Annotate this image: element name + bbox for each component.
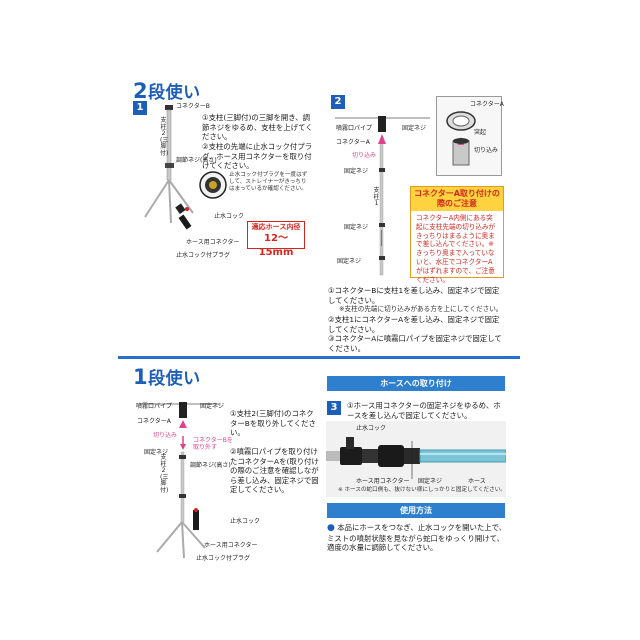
step-2-badge: 2 bbox=[331, 95, 345, 109]
plug-callout-text: 止水コック付プラグを一度はずして、ストレイナーがきっちりはまっているか確認くださ… bbox=[229, 172, 308, 192]
label-stopcock: 止水コック bbox=[214, 213, 245, 220]
hose-diameter-title: 適応ホース内径 bbox=[251, 223, 301, 231]
title-number: 2 bbox=[133, 79, 149, 103]
s2-label-fix-screw-4: 固定ネジ bbox=[337, 258, 362, 265]
step2-instruction-1-note: ※支柱の先端に切り込みがある方を上にしてください。 bbox=[339, 305, 503, 313]
caution-title: コネクターA取り付けの際のご注意 bbox=[411, 187, 503, 211]
usage-text: 本品にホースをつなぎ、止水コックを開いた上で、ミストの噴射状態を見ながら蛇口をゆ… bbox=[327, 523, 507, 553]
step2-instruction-3: ③コネクターAに噴霧口パイプを固定ネジで固定してください。 bbox=[328, 334, 502, 353]
bottom-instruction-2: ②噴霧口パイプを取り付けたコネクターAを(取り付けの際のご注意を確認しながら差し… bbox=[230, 447, 319, 495]
label-support2: 支柱2(三脚付) bbox=[160, 117, 169, 157]
s3-label-stopcock: 止水コック bbox=[356, 425, 387, 432]
title-text-bottom: 段使い bbox=[148, 369, 201, 389]
hose-photo-graphic bbox=[326, 437, 507, 479]
step3-instruction: ①ホース用コネクターの固定ネジをゆるめ、ホースを差し込んで固定してください。 bbox=[347, 401, 501, 420]
tripod-diagram bbox=[144, 105, 194, 230]
hose-diameter-size: 12〜15mm bbox=[258, 233, 294, 258]
usage-band: 使用方法 bbox=[327, 503, 505, 518]
section-divider bbox=[118, 356, 520, 359]
s2-label-fix-screw-3: 固定ネジ bbox=[344, 224, 369, 231]
title-text: 段使い bbox=[148, 83, 201, 103]
s3-label-hose-connector: ホース用コネクター bbox=[356, 478, 410, 485]
s2-label-support1: 支柱1 bbox=[373, 187, 380, 207]
label-connector-b: コネクターB bbox=[176, 103, 210, 110]
zoom-label-connector-a: コネクターA bbox=[470, 101, 504, 108]
title-number-bottom: 1 bbox=[133, 365, 149, 389]
usage-bullet-icon: ● bbox=[327, 523, 335, 533]
label-stopcock-plug: 止水コック付プラグ bbox=[176, 252, 231, 259]
b-label-adjust-screw: 調節ネジ(高さ) bbox=[190, 462, 231, 469]
s3-label-fix-screw: 固定ネジ bbox=[418, 478, 443, 485]
step1-instruction-2: ②支柱の先端に止水コック付プラグ、ホース用コネクターを取り付けてください。 bbox=[202, 142, 313, 171]
caution-body: コネクターA内側にある突起に支柱先端の切り込みがきっちりはまるように奥まで差し込… bbox=[416, 214, 496, 284]
b-label-fix-screw-2: 固定ネジ bbox=[144, 449, 169, 456]
assembly-diagram bbox=[335, 116, 430, 276]
label-adjust-screw: 調節ネジ(高さ) bbox=[176, 157, 217, 164]
hose-photo bbox=[326, 421, 507, 497]
section-title-two-stage: 2段使い bbox=[133, 78, 201, 103]
b-label-connector-a: コネクターA bbox=[137, 418, 171, 425]
connector-zoom-inset bbox=[436, 96, 502, 176]
step1-instruction-1: ①支柱(三脚付)の三脚を開き、調節ネジをゆるめ、支柱を上げてください。 bbox=[202, 113, 313, 142]
section-title-one-stage: 1段使い bbox=[133, 364, 201, 389]
s2-label-notch: 切り込み bbox=[352, 152, 377, 159]
s2-label-fix-screw: 固定ネジ bbox=[402, 125, 427, 132]
b-label-fix-screw: 固定ネジ bbox=[200, 403, 225, 410]
connector-zoom-graphic bbox=[446, 111, 476, 166]
s2-label-connector-a: コネクターA bbox=[336, 139, 370, 146]
step3-note: ※ ホースの蛇口側も、抜けない様にしっかりと固定してください。 bbox=[338, 487, 506, 493]
s2-label-fix-screw-2: 固定ネジ bbox=[344, 168, 369, 175]
hose-attach-band: ホースへの取り付け bbox=[327, 376, 505, 391]
usage-instruction: ● 本品にホースをつなぎ、止水コックを開いた上で、ミストの噴射状態を見ながら蛇口… bbox=[327, 523, 507, 553]
s2-label-nozzle-pipe: 噴霧口パイプ bbox=[336, 125, 373, 132]
label-hose-connector: ホース用コネクター bbox=[186, 239, 240, 246]
hose-diameter-box: 適応ホース内径 12〜15mm bbox=[247, 221, 305, 258]
b-label-remove-b: コネクターBを取り外す bbox=[193, 437, 233, 451]
b-label-hose-connector: ホース用コネクター bbox=[204, 542, 258, 549]
step2-instruction-1: ①コネクターBに支柱1を差し込み、固定ネジで固定してください。 bbox=[328, 286, 500, 305]
one-stage-diagram bbox=[140, 402, 220, 559]
b-label-support2: 支柱2(三脚付) bbox=[160, 454, 169, 494]
b-label-nozzle-pipe: 噴霧口パイプ bbox=[136, 403, 173, 410]
zoom-label-protrusion: 突起 bbox=[474, 129, 487, 136]
step2-instruction-2: ②支柱1にコネクターAを差し込み、固定ネジで固定してください。 bbox=[328, 315, 500, 334]
s3-label-hose: ホース bbox=[468, 478, 486, 485]
step-3-badge: 3 bbox=[327, 401, 341, 415]
bottom-instruction-1: ①支柱2(三脚付)のコネクターBを取り外してください。 bbox=[230, 409, 316, 438]
b-label-stopcock: 止水コック bbox=[230, 518, 261, 525]
b-label-stopcock-plug: 止水コック付プラグ bbox=[196, 555, 251, 562]
b-label-notch: 切り込み bbox=[153, 432, 178, 439]
zoom-label-notch: 切り込み bbox=[474, 147, 499, 154]
connector-caution-box: コネクターA取り付けの際のご注意 コネクターA内側にある突起に支柱先端の切り込み… bbox=[410, 186, 504, 284]
plug-zoom-circle bbox=[199, 171, 227, 199]
step-1-badge: 1 bbox=[133, 101, 147, 115]
